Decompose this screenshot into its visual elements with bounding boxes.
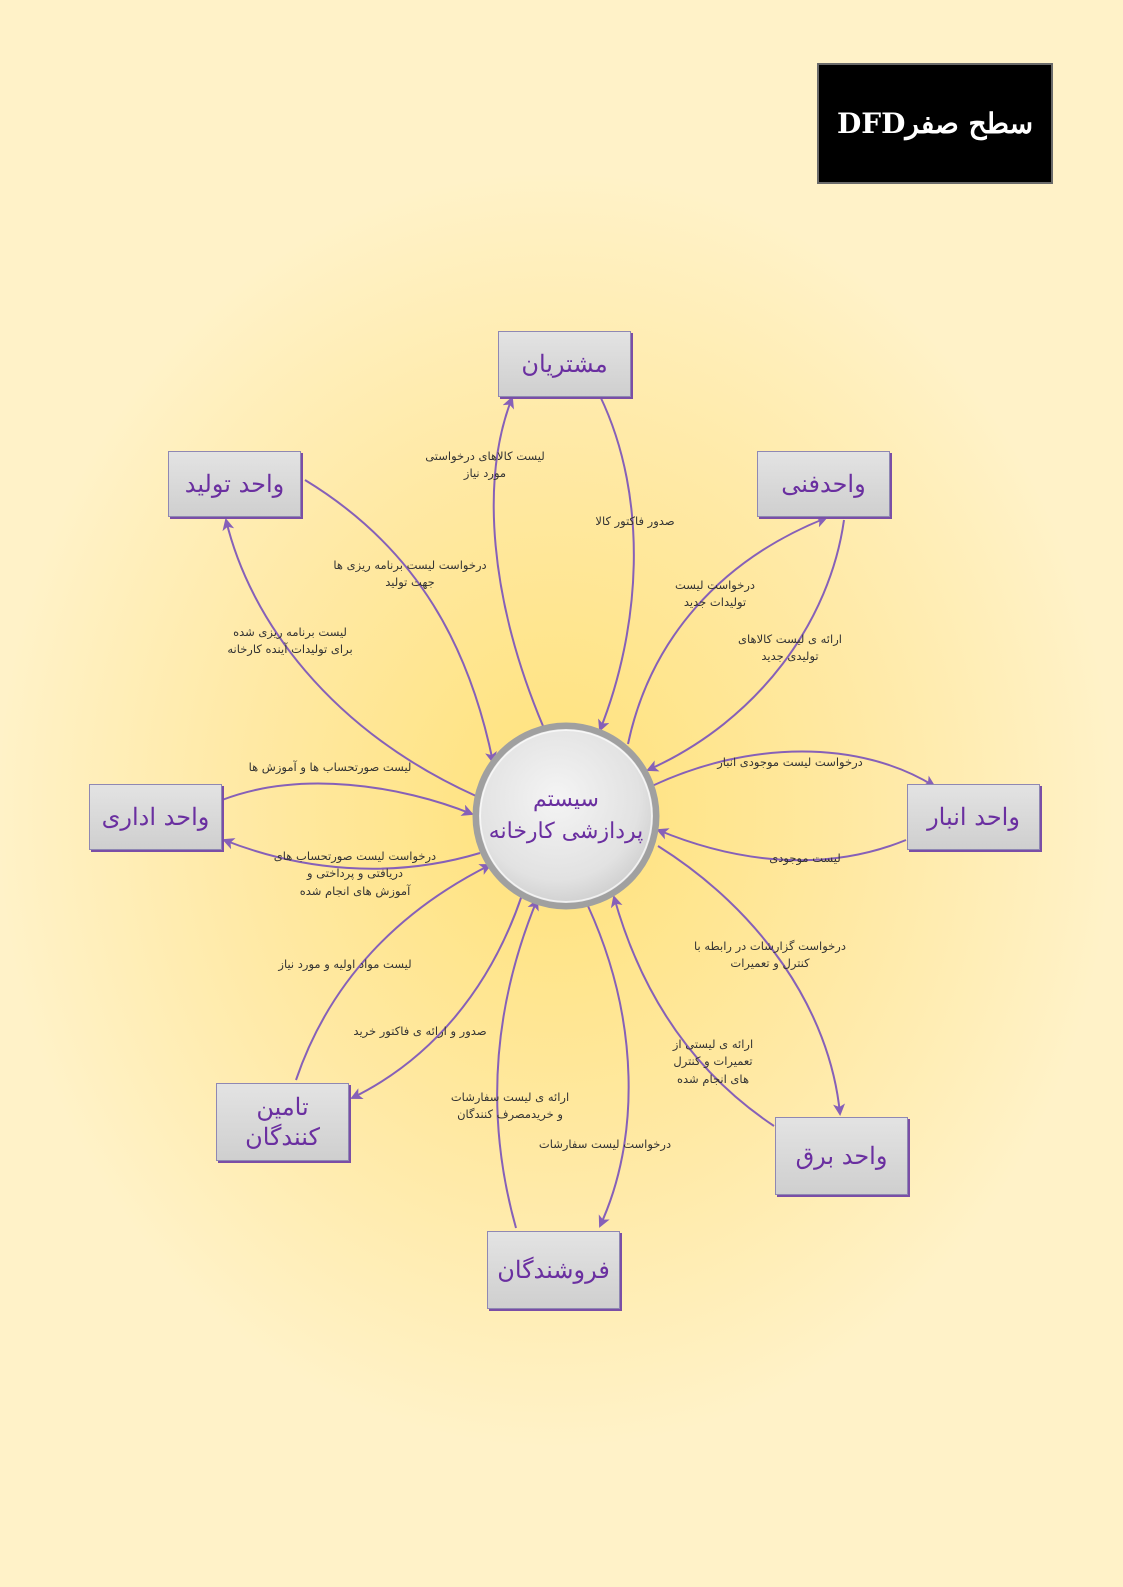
arrow-orders-request	[587, 905, 630, 1228]
arrow-repair-list	[610, 895, 775, 1127]
arrow-inventory-list	[656, 828, 907, 862]
arrow-accounts-list	[221, 782, 474, 816]
arrow-inventory-request	[651, 750, 936, 788]
arrow-accounts-request	[222, 838, 481, 870]
label-accounts-request: درخواست لیست صورتحساب های دریافتی و پردا…	[273, 849, 437, 898]
diagram-title: DFDسطح صفر	[836, 107, 1034, 140]
arrow-purchase-invoice	[350, 894, 523, 1100]
label-repair-list: ارائه ی لیستی از تعمیرات و کنترل های انج…	[672, 1037, 754, 1086]
arrow-orders-list	[496, 898, 539, 1229]
title-box: DFDسطح صفر	[817, 63, 1053, 184]
label-accounts-list: لیست صورتحساب ها و آموزش ها	[248, 760, 412, 774]
entity-customers[interactable]: مشتریان	[498, 331, 631, 397]
label-orders-request: درخواست لیست سفارشات	[538, 1137, 672, 1151]
center-process-label: سیستم پردازشی کارخانه	[488, 787, 644, 844]
label-raw-materials-list: لیست مواد اولیه و مورد نیاز	[278, 957, 412, 971]
arrow-customers-request	[492, 396, 544, 727]
entity-technical[interactable]: واحدفنی	[757, 451, 890, 517]
label-production-program-list: لیست برنامه ریزی شده برای تولیدات آینده …	[227, 625, 353, 657]
entity-suppliers[interactable]: تامین کنندگان	[216, 1083, 349, 1161]
label-new-products-request: درخواست لیست تولیدات جدید	[674, 578, 756, 610]
entity-sellers[interactable]: فروشندگان	[487, 1231, 620, 1309]
arrow-invoice	[598, 395, 635, 732]
label-customers-request: لیست کالاهای درخواستی مورد نیاز	[425, 449, 545, 481]
arrow-raw-materials-list	[295, 864, 492, 1081]
arrow-new-products-request	[627, 516, 828, 745]
label-purchase-invoice: صدور و ارائه ی فاکتور خرید	[353, 1024, 487, 1038]
center-process-circle	[472, 722, 660, 910]
entity-electrical[interactable]: واحد برق	[775, 1117, 908, 1195]
label-new-products-list: ارائه ی لیست کالاهای تولیدی جدید	[738, 632, 842, 664]
entity-warehouse[interactable]: واحد انبار	[907, 784, 1040, 850]
arrow-production-program-list	[222, 518, 477, 797]
label-invoice: صدور فاکتور کالا	[595, 514, 675, 528]
arrow-repair-report-request	[657, 845, 846, 1116]
label-inventory-request: درخواست لیست موجودی انبار	[717, 755, 863, 769]
label-repair-report-request: درخواست گزارشات در رابطه با کنترل و تعمی…	[694, 939, 846, 971]
arrow-new-products-list	[646, 519, 845, 772]
entity-production[interactable]: واحد تولید	[168, 451, 301, 517]
label-inventory-list: لیست موجودی	[769, 851, 841, 865]
label-production-program-request: درخواست لیست برنامه ریزی ها جهت تولید	[333, 558, 487, 590]
arrow-production-program-request	[304, 479, 497, 764]
entity-administrative[interactable]: واحد اداری	[89, 784, 222, 850]
label-orders-list: ارائه ی لیست سفارشات و خریدمصرف کنندگان	[450, 1090, 570, 1122]
